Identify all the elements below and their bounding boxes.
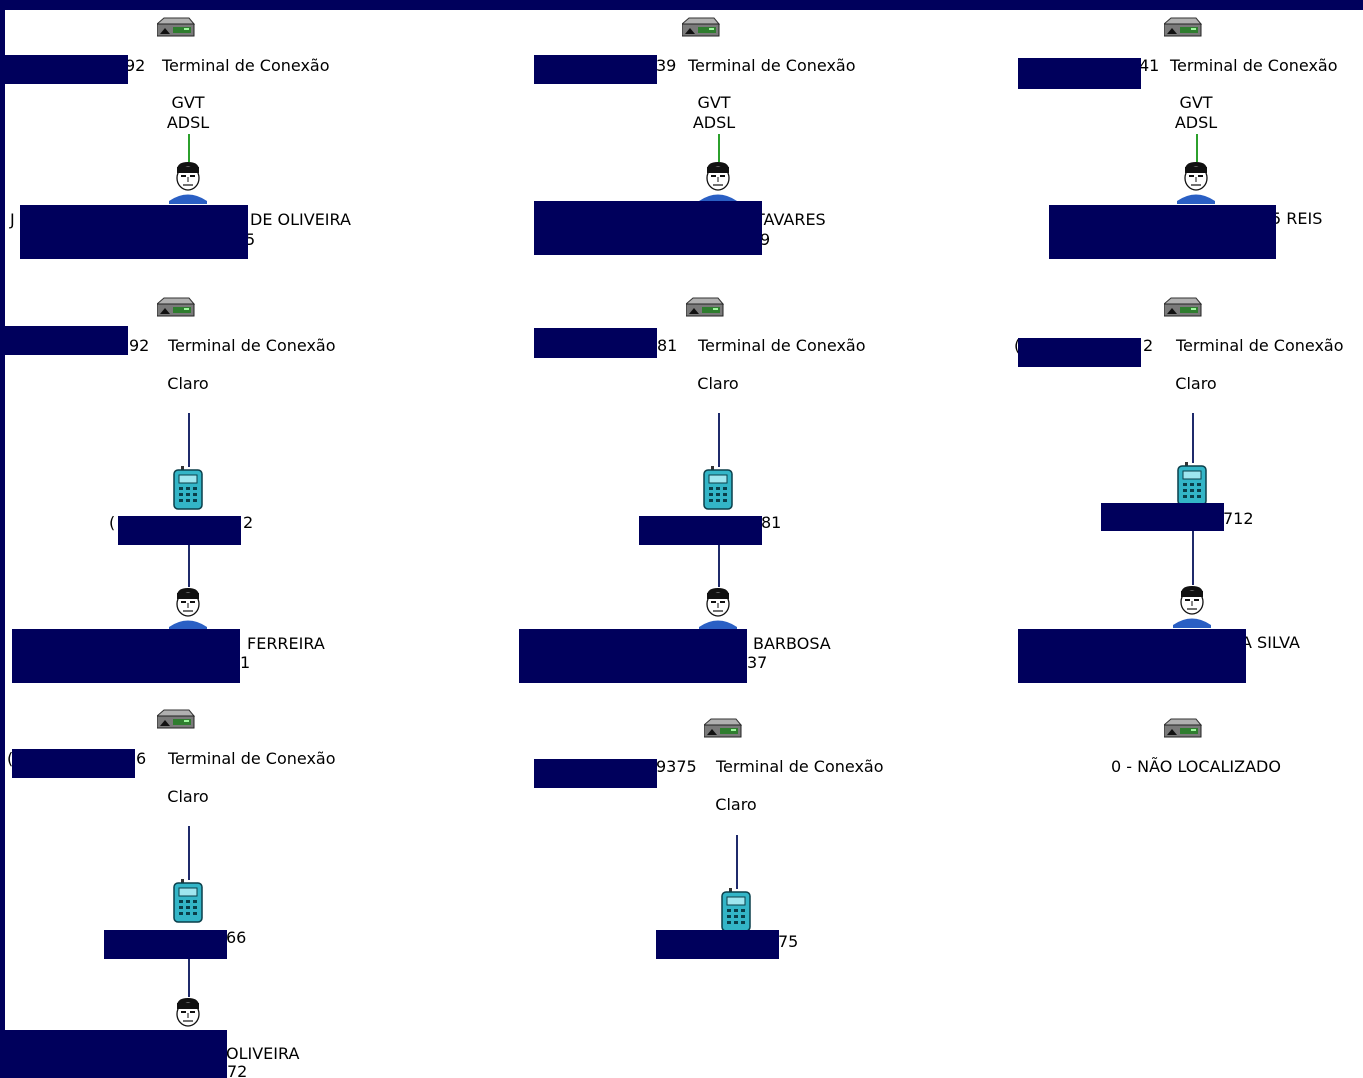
- person-second-line: 5: [245, 230, 256, 249]
- mobile-phone-icon[interactable]: [1177, 462, 1207, 506]
- terminal-type: Terminal de Conexão: [716, 757, 884, 776]
- redaction-block: [1018, 58, 1141, 89]
- modem-icon[interactable]: [157, 17, 195, 37]
- mobile-link-line: [188, 413, 190, 467]
- redaction-block: [20, 205, 248, 259]
- terminal-number: 39: [656, 56, 677, 75]
- person-name: A SILVA: [1241, 633, 1300, 652]
- adsl-link-line: [1196, 134, 1198, 162]
- terminal-number-lead: (: [1014, 336, 1020, 355]
- carrier-label: Claro: [167, 787, 209, 806]
- redaction-block: [12, 629, 240, 683]
- mobile-phone-icon[interactable]: [703, 466, 733, 510]
- terminal-type: Terminal de Conexão: [162, 56, 330, 75]
- phone-number: 2: [243, 513, 254, 532]
- redaction-block: [1018, 338, 1141, 367]
- terminal-number: 92: [125, 56, 146, 75]
- person-name: DE OLIVEIRA: [250, 210, 351, 229]
- modem-icon[interactable]: [704, 718, 742, 738]
- carrier-label: Claro: [1175, 374, 1217, 393]
- redaction-block: [639, 516, 762, 545]
- person-icon[interactable]: [1172, 584, 1212, 628]
- person-icon[interactable]: [698, 160, 738, 204]
- terminal-number: 81: [657, 336, 678, 355]
- phone-number-lead: (: [109, 513, 116, 532]
- mobile-link-line: [1192, 413, 1194, 463]
- person-second-line: 37: [747, 653, 768, 672]
- person-icon[interactable]: [1176, 160, 1216, 204]
- redaction-block: [534, 55, 657, 84]
- redaction-block: [5, 55, 128, 84]
- person-icon[interactable]: [168, 160, 208, 204]
- adsl-link-line: [718, 134, 720, 162]
- redaction-block: [12, 749, 135, 778]
- modem-icon[interactable]: [157, 709, 195, 729]
- mobile-link-line: [188, 545, 190, 587]
- phone-number: 66: [226, 928, 247, 947]
- modem-icon[interactable]: [1164, 297, 1202, 317]
- person-name: TAVARES: [755, 210, 826, 229]
- redaction-block: [656, 930, 779, 959]
- terminal-not-found-label: 0 - NÃO LOCALIZADO: [1111, 757, 1281, 776]
- modem-icon[interactable]: [1164, 17, 1202, 37]
- person-second-line: 72: [227, 1062, 248, 1078]
- redaction-block: [1018, 629, 1246, 683]
- terminal-number: 9375: [656, 757, 697, 776]
- terminal-type: Terminal de Conexão: [1176, 336, 1344, 355]
- phone-number: 81: [761, 513, 782, 532]
- person-icon[interactable]: [698, 586, 738, 630]
- mobile-link-line: [1192, 531, 1194, 585]
- carrier-label: Claro: [697, 374, 739, 393]
- terminal-number: 2: [1143, 336, 1154, 355]
- redaction-block: [519, 629, 747, 683]
- person-name: FERREIRA: [247, 634, 325, 653]
- terminal-type: Terminal de Conexão: [688, 56, 856, 75]
- mobile-link-line: [188, 826, 190, 880]
- person-second-line: 9: [760, 230, 771, 249]
- modem-icon[interactable]: [157, 297, 195, 317]
- terminal-number: 6: [136, 749, 147, 768]
- adsl-link-line: [188, 134, 190, 162]
- redaction-block: [5, 326, 128, 355]
- mobile-phone-icon[interactable]: [173, 879, 203, 923]
- terminal-number: 92: [129, 336, 150, 355]
- phone-number: 75: [778, 932, 799, 951]
- terminal-number-lead: (: [7, 749, 14, 768]
- person-name-lead: J: [10, 210, 15, 229]
- terminal-type: Terminal de Conexão: [168, 749, 336, 768]
- redaction-block: [5, 1030, 227, 1078]
- person-icon[interactable]: [168, 586, 208, 630]
- redaction-block: [1101, 503, 1224, 531]
- person-name: OLIVEIRA: [226, 1044, 300, 1063]
- terminal-type: Terminal de Conexão: [698, 336, 866, 355]
- person-name: 5 REIS: [1271, 209, 1323, 228]
- redaction-block: [104, 930, 227, 959]
- mobile-link-line: [718, 413, 720, 467]
- carrier-label: Claro: [167, 374, 209, 393]
- redaction-block: [534, 328, 657, 358]
- terminal-type: Terminal de Conexão: [168, 336, 336, 355]
- modem-icon[interactable]: [686, 297, 724, 317]
- carrier-label: Claro: [715, 795, 757, 814]
- phone-number: 712: [1223, 509, 1254, 528]
- redaction-block: [1049, 205, 1276, 259]
- person-name: BARBOSA: [753, 634, 831, 653]
- redaction-block: [534, 201, 762, 255]
- redaction-block: [118, 516, 241, 545]
- mobile-link-line: [188, 959, 190, 997]
- mobile-link-line: [718, 545, 720, 587]
- modem-icon[interactable]: [1164, 718, 1202, 738]
- mobile-link-line: [736, 835, 738, 889]
- mobile-phone-icon[interactable]: [721, 888, 751, 932]
- redaction-block: [534, 759, 657, 788]
- terminal-number: 41: [1139, 56, 1160, 75]
- terminal-type: Terminal de Conexão: [1170, 56, 1338, 75]
- modem-icon[interactable]: [682, 17, 720, 37]
- mobile-phone-icon[interactable]: [173, 466, 203, 510]
- person-second-line: 1: [240, 653, 251, 672]
